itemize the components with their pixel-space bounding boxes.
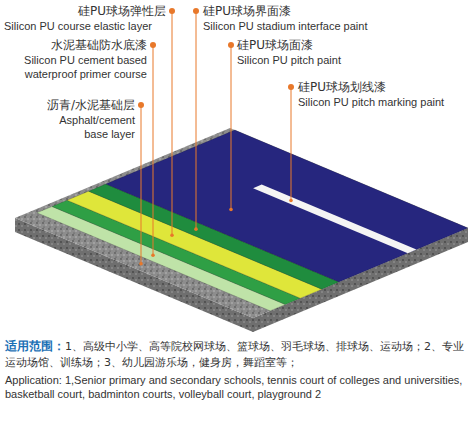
- callout-label-english: Silicon PU pitch paint: [237, 53, 341, 67]
- leader-line: [196, 11, 197, 229]
- leader-dot: [228, 42, 234, 48]
- application-text: 1、高级中小学、高等院校网球场、篮球场、羽毛球场、排球场、运动场；2、专业运动场…: [5, 340, 464, 369]
- asphalt-base-layer: [15, 128, 468, 318]
- callout-label-english: Silicon PU cement based waterproof prime…: [5, 53, 147, 81]
- leader-dot: [289, 199, 293, 203]
- leader-line: [153, 45, 154, 255]
- application-text-english: Application: 1,Senior primary and second…: [5, 373, 467, 401]
- callout-label-english: Silicon PU stadium interface paint: [203, 19, 367, 33]
- application-chinese: 适用范围：1、高级中小学、高等院校网球场、篮球场、羽毛球场、排球场、运动场；2、…: [5, 338, 467, 370]
- pitch-paint-area: [106, 130, 468, 282]
- callout-label: 硅PU球场界面漆: [203, 4, 291, 19]
- leader-dot: [138, 102, 144, 108]
- application-heading: 适用范围：: [5, 339, 65, 353]
- callout-label: 硅PU球场弹性层: [78, 4, 166, 19]
- callout-label-english: Silicon PU course elastic layer: [4, 19, 152, 33]
- callout-label: 硅PU球场面漆: [237, 38, 313, 53]
- leader-dot: [150, 42, 156, 48]
- leader-dot: [288, 84, 294, 90]
- leader-dot: [139, 262, 143, 266]
- callout-label-english: Silicon PU pitch marking paint: [298, 95, 444, 109]
- leader-line: [231, 45, 232, 210]
- callout-label-english: Asphalt/cement base layer: [47, 113, 135, 141]
- leader-dot: [194, 227, 198, 231]
- leader-line: [291, 87, 292, 201]
- callout-label: 沥青/水泥基础层: [47, 98, 135, 113]
- layer-slab: [15, 128, 468, 332]
- leader-line: [172, 11, 173, 235]
- leader-line: [141, 105, 142, 264]
- leader-dot: [151, 253, 155, 257]
- callout-label: 硅PU球场划线漆: [298, 80, 386, 95]
- callout-label: 水泥基础防水底漆: [51, 38, 147, 53]
- application-note: 适用范围：1、高级中小学、高等院校网球场、篮球场、羽毛球场、排球场、运动场；2、…: [5, 338, 467, 401]
- leader-dot: [169, 8, 175, 14]
- leader-dot: [170, 233, 174, 237]
- marking-line: [253, 185, 416, 254]
- leader-dot: [229, 208, 233, 212]
- leader-dot: [193, 8, 199, 14]
